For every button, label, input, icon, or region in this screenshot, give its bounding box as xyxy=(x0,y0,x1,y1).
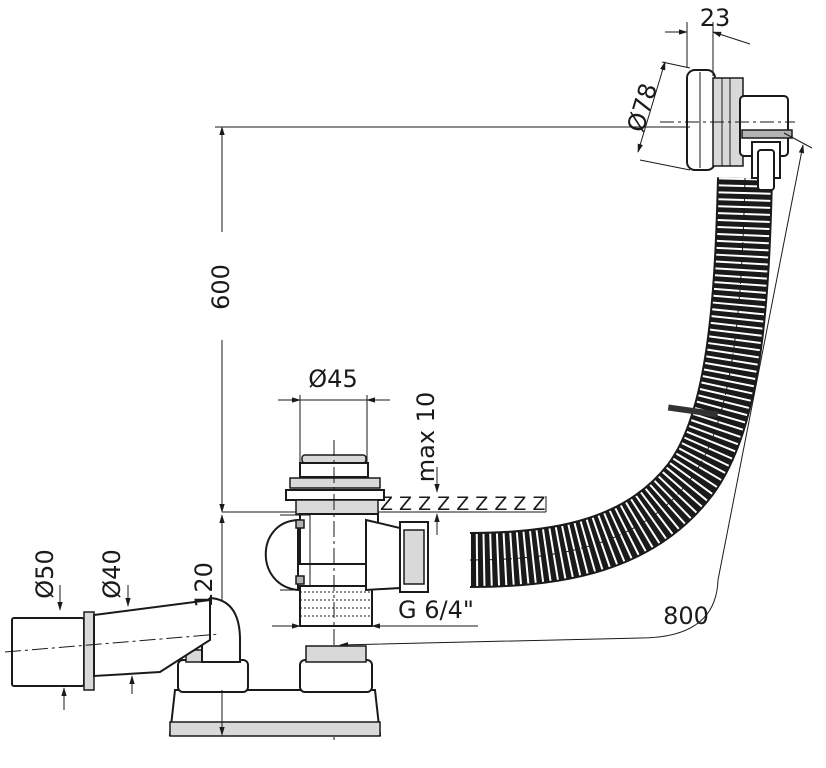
dim-thread: G 6/4" xyxy=(272,596,478,629)
dim-23-label: 23 xyxy=(700,4,731,32)
dim-thread-label: G 6/4" xyxy=(398,596,474,624)
dim-23: 23 xyxy=(665,4,751,76)
tub-wall-marks: Z Z Z Z Z Z Z Z Z xyxy=(380,493,545,515)
outlet-pipe xyxy=(4,598,221,691)
overflow-head xyxy=(660,69,795,191)
dim-78: Ø78 xyxy=(622,61,691,171)
dim-45-label: Ø45 xyxy=(308,365,357,393)
dim-50: Ø50 xyxy=(31,549,67,710)
dim-max10-label: max 10 xyxy=(412,392,440,482)
dim-800: 800 xyxy=(339,132,813,648)
corrugated-hose xyxy=(469,177,773,588)
tub-wall: Z Z Z Z Z Z Z Z Z xyxy=(222,493,547,515)
dim-40-label: Ø40 xyxy=(98,549,126,598)
drain-valve xyxy=(264,440,429,740)
dim-120-label: 120 xyxy=(190,562,218,608)
dim-40: Ø40 xyxy=(98,549,135,694)
dim-600: 600 xyxy=(207,126,690,513)
dim-800-label: 800 xyxy=(663,602,709,630)
dim-45: Ø45 xyxy=(278,365,390,470)
dim-600-label: 600 xyxy=(207,264,235,310)
dim-120: 120 xyxy=(190,514,225,736)
dim-50-label: Ø50 xyxy=(31,549,59,598)
dim-max10: max 10 xyxy=(412,392,440,535)
